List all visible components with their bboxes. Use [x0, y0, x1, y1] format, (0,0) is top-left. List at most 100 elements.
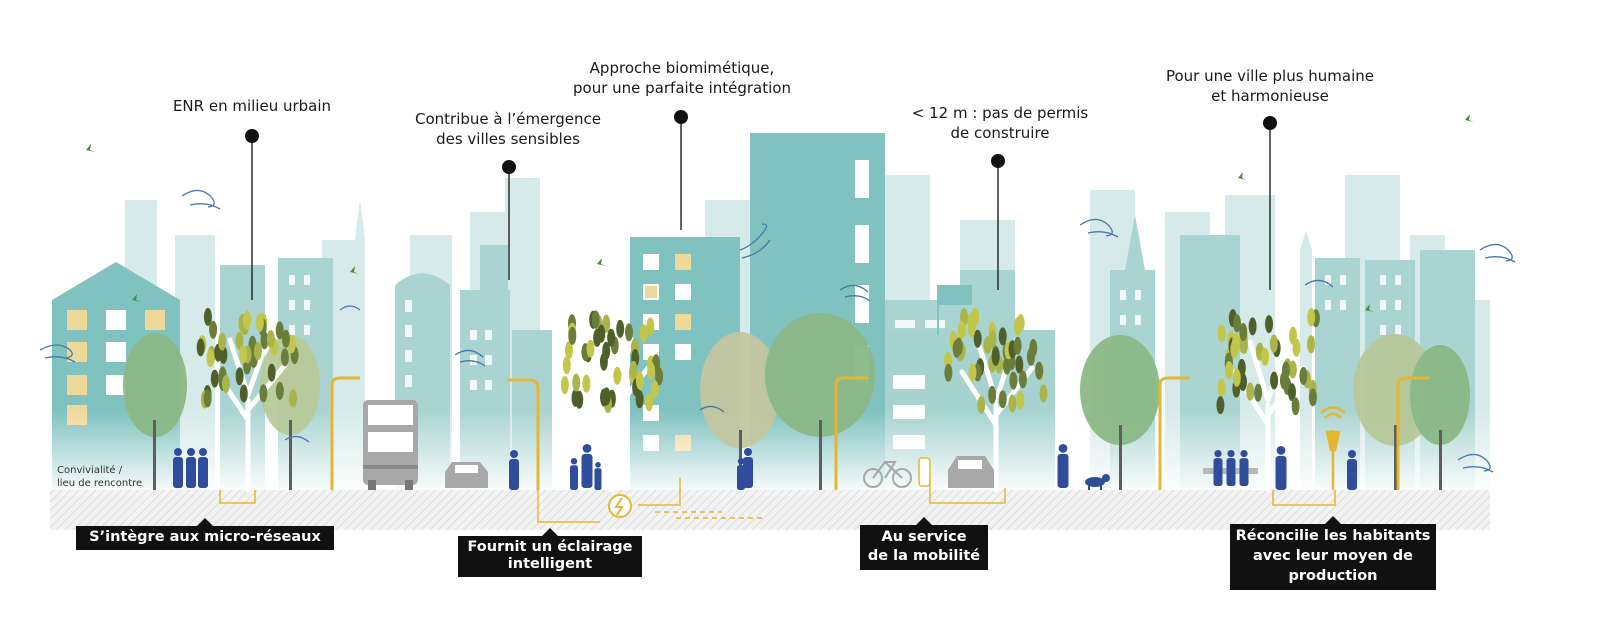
person-body — [186, 457, 196, 488]
leaf — [209, 320, 218, 339]
power-network — [219, 478, 1336, 523]
leaf — [635, 371, 644, 390]
person-head — [510, 450, 518, 458]
leaf — [647, 361, 656, 380]
person-head — [1058, 444, 1068, 453]
leaf — [954, 337, 963, 356]
leaf — [1016, 391, 1025, 410]
side-note-line: Convivialité / — [57, 465, 123, 476]
leaf — [613, 366, 622, 385]
leaf — [591, 310, 600, 329]
person-head — [187, 448, 195, 456]
bird-icon — [86, 114, 1474, 312]
person-body — [173, 457, 183, 488]
leaf — [582, 374, 591, 393]
callout-permis: < 12 m : pas de permis de construire — [890, 103, 1110, 143]
callout-sensibles: Contribue à l’émergence des villes sensi… — [392, 109, 624, 149]
person-body — [1239, 458, 1249, 486]
leaf — [575, 390, 584, 409]
leaf — [1248, 317, 1257, 336]
leaf — [1299, 366, 1308, 385]
callout-line: Pour une ville plus humaine — [1165, 67, 1374, 85]
wind-tree-leaves — [196, 307, 1320, 416]
leaf — [568, 326, 577, 345]
side-note-line: lieu de rencontre — [57, 478, 143, 489]
leaf — [1232, 332, 1241, 351]
tag-line: production — [1288, 568, 1378, 584]
leaf — [1308, 388, 1317, 407]
leaf — [289, 389, 297, 408]
leaf — [998, 390, 1007, 409]
person-head — [595, 462, 601, 468]
leaf — [1239, 323, 1248, 341]
tag-pointer — [197, 518, 213, 526]
tag-eclairage: Fournit un éclairage intelligent — [458, 528, 642, 577]
callout-leaders — [251, 117, 1271, 300]
person-body — [737, 465, 745, 490]
leaf — [1265, 315, 1273, 334]
person-body — [509, 459, 519, 490]
tag-mobilite: Au service de la mobilité — [860, 517, 988, 570]
person-body — [594, 468, 602, 490]
bus-icon — [363, 400, 418, 490]
leaf — [1225, 361, 1234, 380]
leaf — [625, 323, 633, 342]
leaf — [196, 338, 205, 357]
person-head — [1240, 450, 1248, 458]
callout-line: < 12 m : pas de permis — [911, 104, 1089, 122]
green-trees — [123, 313, 1470, 490]
leaf — [639, 324, 648, 343]
leaf — [977, 396, 986, 414]
leaf — [988, 330, 997, 349]
bicycle-icon — [863, 460, 912, 488]
callout-enr: ENR en milieu urbain — [152, 96, 352, 116]
leaf — [203, 307, 212, 326]
leaf — [1291, 397, 1300, 416]
leaf — [988, 385, 997, 404]
leaf — [971, 308, 980, 326]
leaf — [1029, 339, 1038, 357]
leaf — [1261, 347, 1269, 366]
leaf — [1216, 396, 1225, 415]
wind-swirl-icon — [39, 189, 1516, 473]
tag-line: de la mobilité — [867, 548, 981, 564]
person-head — [1214, 450, 1222, 458]
person-head — [174, 448, 182, 456]
leaf — [1217, 324, 1226, 343]
person-head — [1276, 446, 1286, 455]
tag-pointer — [916, 517, 932, 525]
person-body — [1057, 453, 1069, 488]
person-head — [570, 458, 578, 465]
leaf — [973, 329, 982, 348]
leaf — [1269, 334, 1278, 353]
leaf — [600, 388, 608, 407]
callout-line: Contribue à l’émergence — [415, 110, 601, 128]
callout-line: et harmonieuse — [1211, 87, 1329, 105]
leaf — [1039, 384, 1048, 403]
person-head — [582, 444, 592, 453]
person-head — [744, 448, 752, 456]
leaf — [1281, 361, 1290, 380]
person-head — [1227, 450, 1235, 458]
leaf — [255, 313, 264, 332]
leaf — [599, 352, 608, 371]
leaf — [1232, 368, 1241, 387]
people-figures — [173, 444, 1357, 490]
person-body — [1347, 459, 1357, 490]
person-head — [737, 458, 745, 465]
callout-dots — [245, 110, 1277, 174]
leaf — [242, 311, 251, 330]
side-note: Convivialité / lieu de rencontre — [57, 464, 142, 490]
tag-line: S’intègre aux micro-réseaux — [89, 529, 321, 545]
leaf — [206, 349, 215, 367]
callout-line: des villes sensibles — [436, 130, 580, 148]
leaf — [1018, 370, 1027, 389]
leaf — [282, 329, 290, 348]
wifi-icon — [1320, 406, 1346, 490]
leaf — [991, 347, 1000, 366]
leaf — [239, 345, 248, 364]
person-body — [1275, 455, 1287, 490]
flag-icon — [939, 285, 972, 305]
leaf — [1270, 371, 1279, 390]
